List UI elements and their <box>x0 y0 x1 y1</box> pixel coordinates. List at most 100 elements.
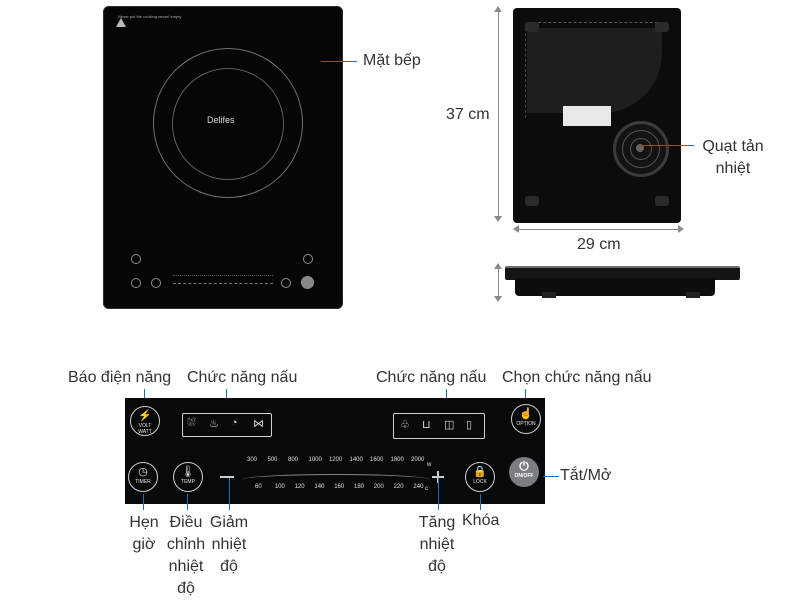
lock-label: Khóa <box>462 512 500 529</box>
onoff-callout-line <box>543 476 559 477</box>
fan-label-line1: Quạt tản <box>702 138 764 155</box>
option-text: OPTION <box>516 421 536 427</box>
mini-scale-line-2 <box>173 275 273 277</box>
hotpot-icon[interactable]: ⛆ <box>187 417 196 429</box>
kettle-icon[interactable]: ♧ <box>400 419 410 431</box>
volt-watt-button[interactable]: ⚡ VOLT WATT <box>130 406 160 436</box>
side-height-line <box>498 265 499 299</box>
foot <box>655 22 669 32</box>
fan-label-line2: nhiệt <box>715 160 751 177</box>
cooking-functions-right-group: ♧ ⊔ ◫ ▯ <box>393 413 485 439</box>
watt-scale-value: 1600 <box>370 457 384 463</box>
cooking-functions-left-group: ⛆ ♨ ◔ ⋈ <box>182 413 272 437</box>
cooktop-side-base <box>515 278 715 296</box>
hand-press-icon: ☝ <box>519 408 533 420</box>
increase-button-vertical <box>437 471 439 483</box>
watt-scale-value: 2000 <box>411 457 425 463</box>
fan-callout-line <box>640 145 694 146</box>
padlock-icon: 🔒 <box>473 466 487 478</box>
decrease-button[interactable] <box>220 476 234 478</box>
milk-icon[interactable]: ◫ <box>444 419 455 431</box>
temp-scale-value: 140 <box>314 484 325 490</box>
height-dimension-line <box>498 8 499 220</box>
mini-scale-line <box>173 283 273 285</box>
temp-scale-value: 120 <box>294 484 305 490</box>
timer-text: TIMER <box>135 479 151 485</box>
temp-scale-value: 240 <box>413 484 424 490</box>
mini-power-icon <box>301 276 314 289</box>
callout-line <box>187 494 188 510</box>
power-icon: ⏻ <box>519 459 529 473</box>
increase-temp-label: Tăng nhiệt độ <box>418 514 456 575</box>
side-foot <box>542 292 556 298</box>
cooking-functions-right-label: Chức năng nấu <box>376 369 487 386</box>
cooktop-top-view: Never put the cooking vessel empty Delif… <box>103 6 343 309</box>
callout-line <box>229 478 230 510</box>
watt-scale-value: 1400 <box>349 457 363 463</box>
fan-label: Quạt tản nhiệt <box>696 136 770 180</box>
height-label: 37 cm <box>446 106 490 124</box>
scale-arc <box>243 474 429 485</box>
control-panel: ⚡ VOLT WATT ⛆ ♨ ◔ ⋈ ♧ ⊔ ◫ ▯ ☝ OPTION ◷ T… <box>125 398 545 504</box>
mini-volt-icon <box>131 254 141 264</box>
temp-unit: c <box>425 486 428 492</box>
temp-scale-value: 160 <box>334 484 345 490</box>
height-arrow-bottom <box>494 216 502 222</box>
temp-scale-value: 100 <box>274 484 285 490</box>
temp-button[interactable]: 🌡 TEMP <box>173 462 203 492</box>
brand-logo: Delifes <box>207 115 235 125</box>
mini-temp-icon <box>151 278 161 288</box>
watt-unit: w <box>427 462 432 468</box>
mini-control-panel <box>125 250 325 295</box>
cooking-functions-left-label: Chức năng nấu <box>187 369 298 386</box>
height-arrow-top <box>494 6 502 12</box>
thermometer-icon: 🌡 <box>181 466 195 478</box>
back-vent-left <box>517 28 526 118</box>
timer-button[interactable]: ◷ TIMER <box>128 462 158 492</box>
watt-scale-value: 300 <box>247 457 258 463</box>
pan-icon[interactable]: ◔ <box>231 417 238 429</box>
power-indicator-label: Báo điện năng <box>68 369 172 386</box>
width-dimension-line <box>515 229 681 230</box>
power-button[interactable]: ⏻ ON/OFF <box>509 457 539 487</box>
mini-lock-icon <box>281 278 291 288</box>
onoff-text: ON/OFF <box>514 473 534 479</box>
cooktop-surface-label: Mặt bếp <box>363 52 421 69</box>
width-label: 29 cm <box>577 236 621 253</box>
watt-scale-value: 1800 <box>390 457 404 463</box>
watt-scale-value: 800 <box>288 457 299 463</box>
decrease-temp-label: Giảm nhiệt độ <box>209 514 249 575</box>
lightning-icon: ⚡ <box>138 410 152 422</box>
heating-ring-outer <box>153 48 303 198</box>
watt-scale-value: 500 <box>267 457 278 463</box>
lock-text: LOCK <box>473 479 487 485</box>
fish-icon[interactable]: ⋈ <box>253 418 264 430</box>
cooling-fan-icon <box>613 121 669 177</box>
side-arrow-bottom <box>494 296 502 302</box>
back-plate <box>527 28 662 113</box>
clock-icon: ◷ <box>138 466 148 478</box>
foot <box>525 22 539 32</box>
lock-button[interactable]: 🔒 LOCK <box>465 462 495 492</box>
side-arrow-top <box>494 263 502 269</box>
width-arrow-left <box>513 225 519 233</box>
flame-icon[interactable]: ♨ <box>209 418 219 430</box>
temp-adjust-label: Điều chỉnh nhiệt độ <box>166 514 206 597</box>
option-button[interactable]: ☝ OPTION <box>511 404 541 434</box>
surface-callout-line <box>321 61 357 62</box>
onoff-label: Tắt/Mở <box>560 467 612 484</box>
volt-text: VOLT <box>138 423 152 429</box>
select-function-label: Chọn chức năng nấu <box>502 369 652 386</box>
watt-text: WATT <box>138 429 152 435</box>
bottle-icon[interactable]: ▯ <box>466 419 473 431</box>
cooktop-back-view <box>513 8 681 223</box>
cooktop-side-view <box>505 266 740 280</box>
heating-ring-inner <box>172 68 284 180</box>
warning-icon <box>116 18 126 27</box>
foot <box>655 196 669 206</box>
temp-scale-value: 60 <box>255 484 262 490</box>
pot-icon[interactable]: ⊔ <box>422 419 431 431</box>
temp-scale-value: 200 <box>373 484 384 490</box>
callout-line <box>438 478 439 510</box>
temp-scale-value: 180 <box>354 484 365 490</box>
